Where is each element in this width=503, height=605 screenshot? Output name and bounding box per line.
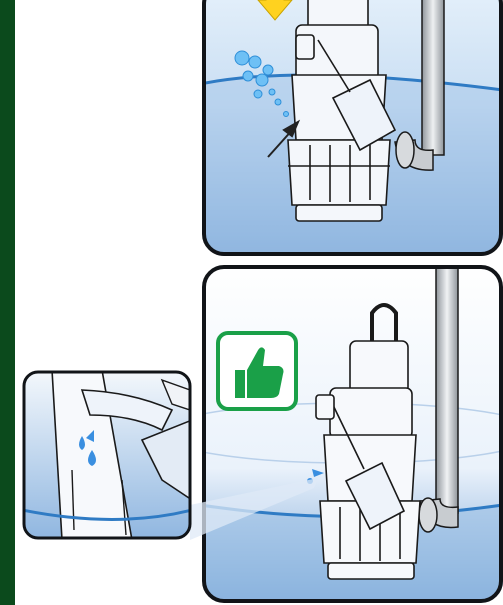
pointer-arrow-icon [267,119,301,158]
air-bubbles-icon [234,50,289,117]
side-bar [0,0,15,605]
thumbs-up-badge [215,330,299,412]
down-arrow-icon [256,0,294,21]
discharge-pipe-icon [435,267,459,514]
pump-icon [287,0,397,222]
thumbs-up-icon [235,347,284,398]
zoom-inset-vent [22,370,192,540]
discharge-pipe-icon [421,0,445,156]
panel-air-release [200,0,503,258]
pump-icon [315,303,421,580]
panel-pump-running [200,263,503,605]
water-drops-icon [79,430,96,466]
